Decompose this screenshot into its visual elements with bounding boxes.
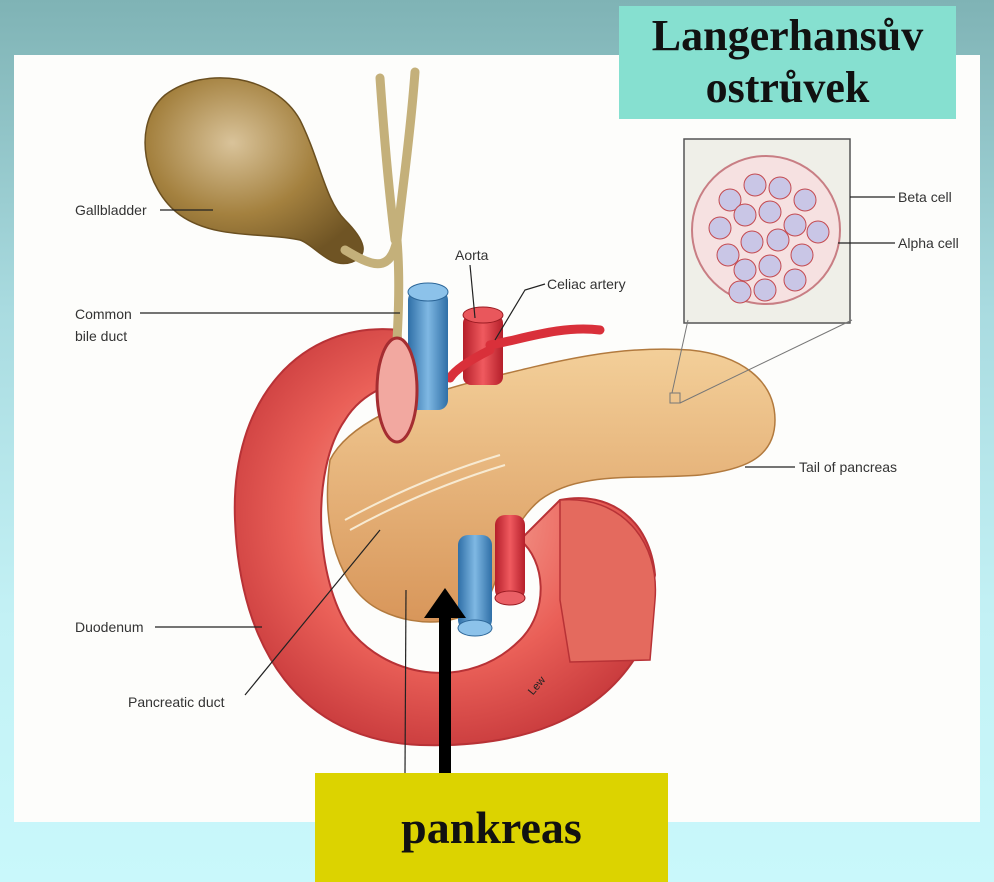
label-common-bile-duct-line1: Common bbox=[75, 306, 132, 323]
islet-title-box: Langerhansův ostrůvek bbox=[619, 6, 956, 119]
title-line-2: ostrůvek bbox=[619, 62, 956, 114]
label-gallbladder: Gallbladder bbox=[75, 202, 147, 219]
label-duodenum: Duodenum bbox=[75, 619, 144, 636]
pankreas-callout: pankreas bbox=[315, 773, 668, 882]
label-pancreatic-duct: Pancreatic duct bbox=[128, 694, 225, 711]
gallbladder-shape bbox=[145, 78, 363, 264]
label-aorta: Aorta bbox=[455, 247, 488, 264]
label-tail-of-pancreas: Tail of pancreas bbox=[799, 459, 897, 476]
label-beta-cell: Beta cell bbox=[898, 189, 952, 206]
label-alpha-cell: Alpha cell bbox=[898, 235, 959, 252]
label-common-bile-duct-line2: bile duct bbox=[75, 328, 127, 345]
label-celiac-artery: Celiac artery bbox=[547, 276, 626, 293]
title-line-1: Langerhansův bbox=[619, 10, 956, 62]
